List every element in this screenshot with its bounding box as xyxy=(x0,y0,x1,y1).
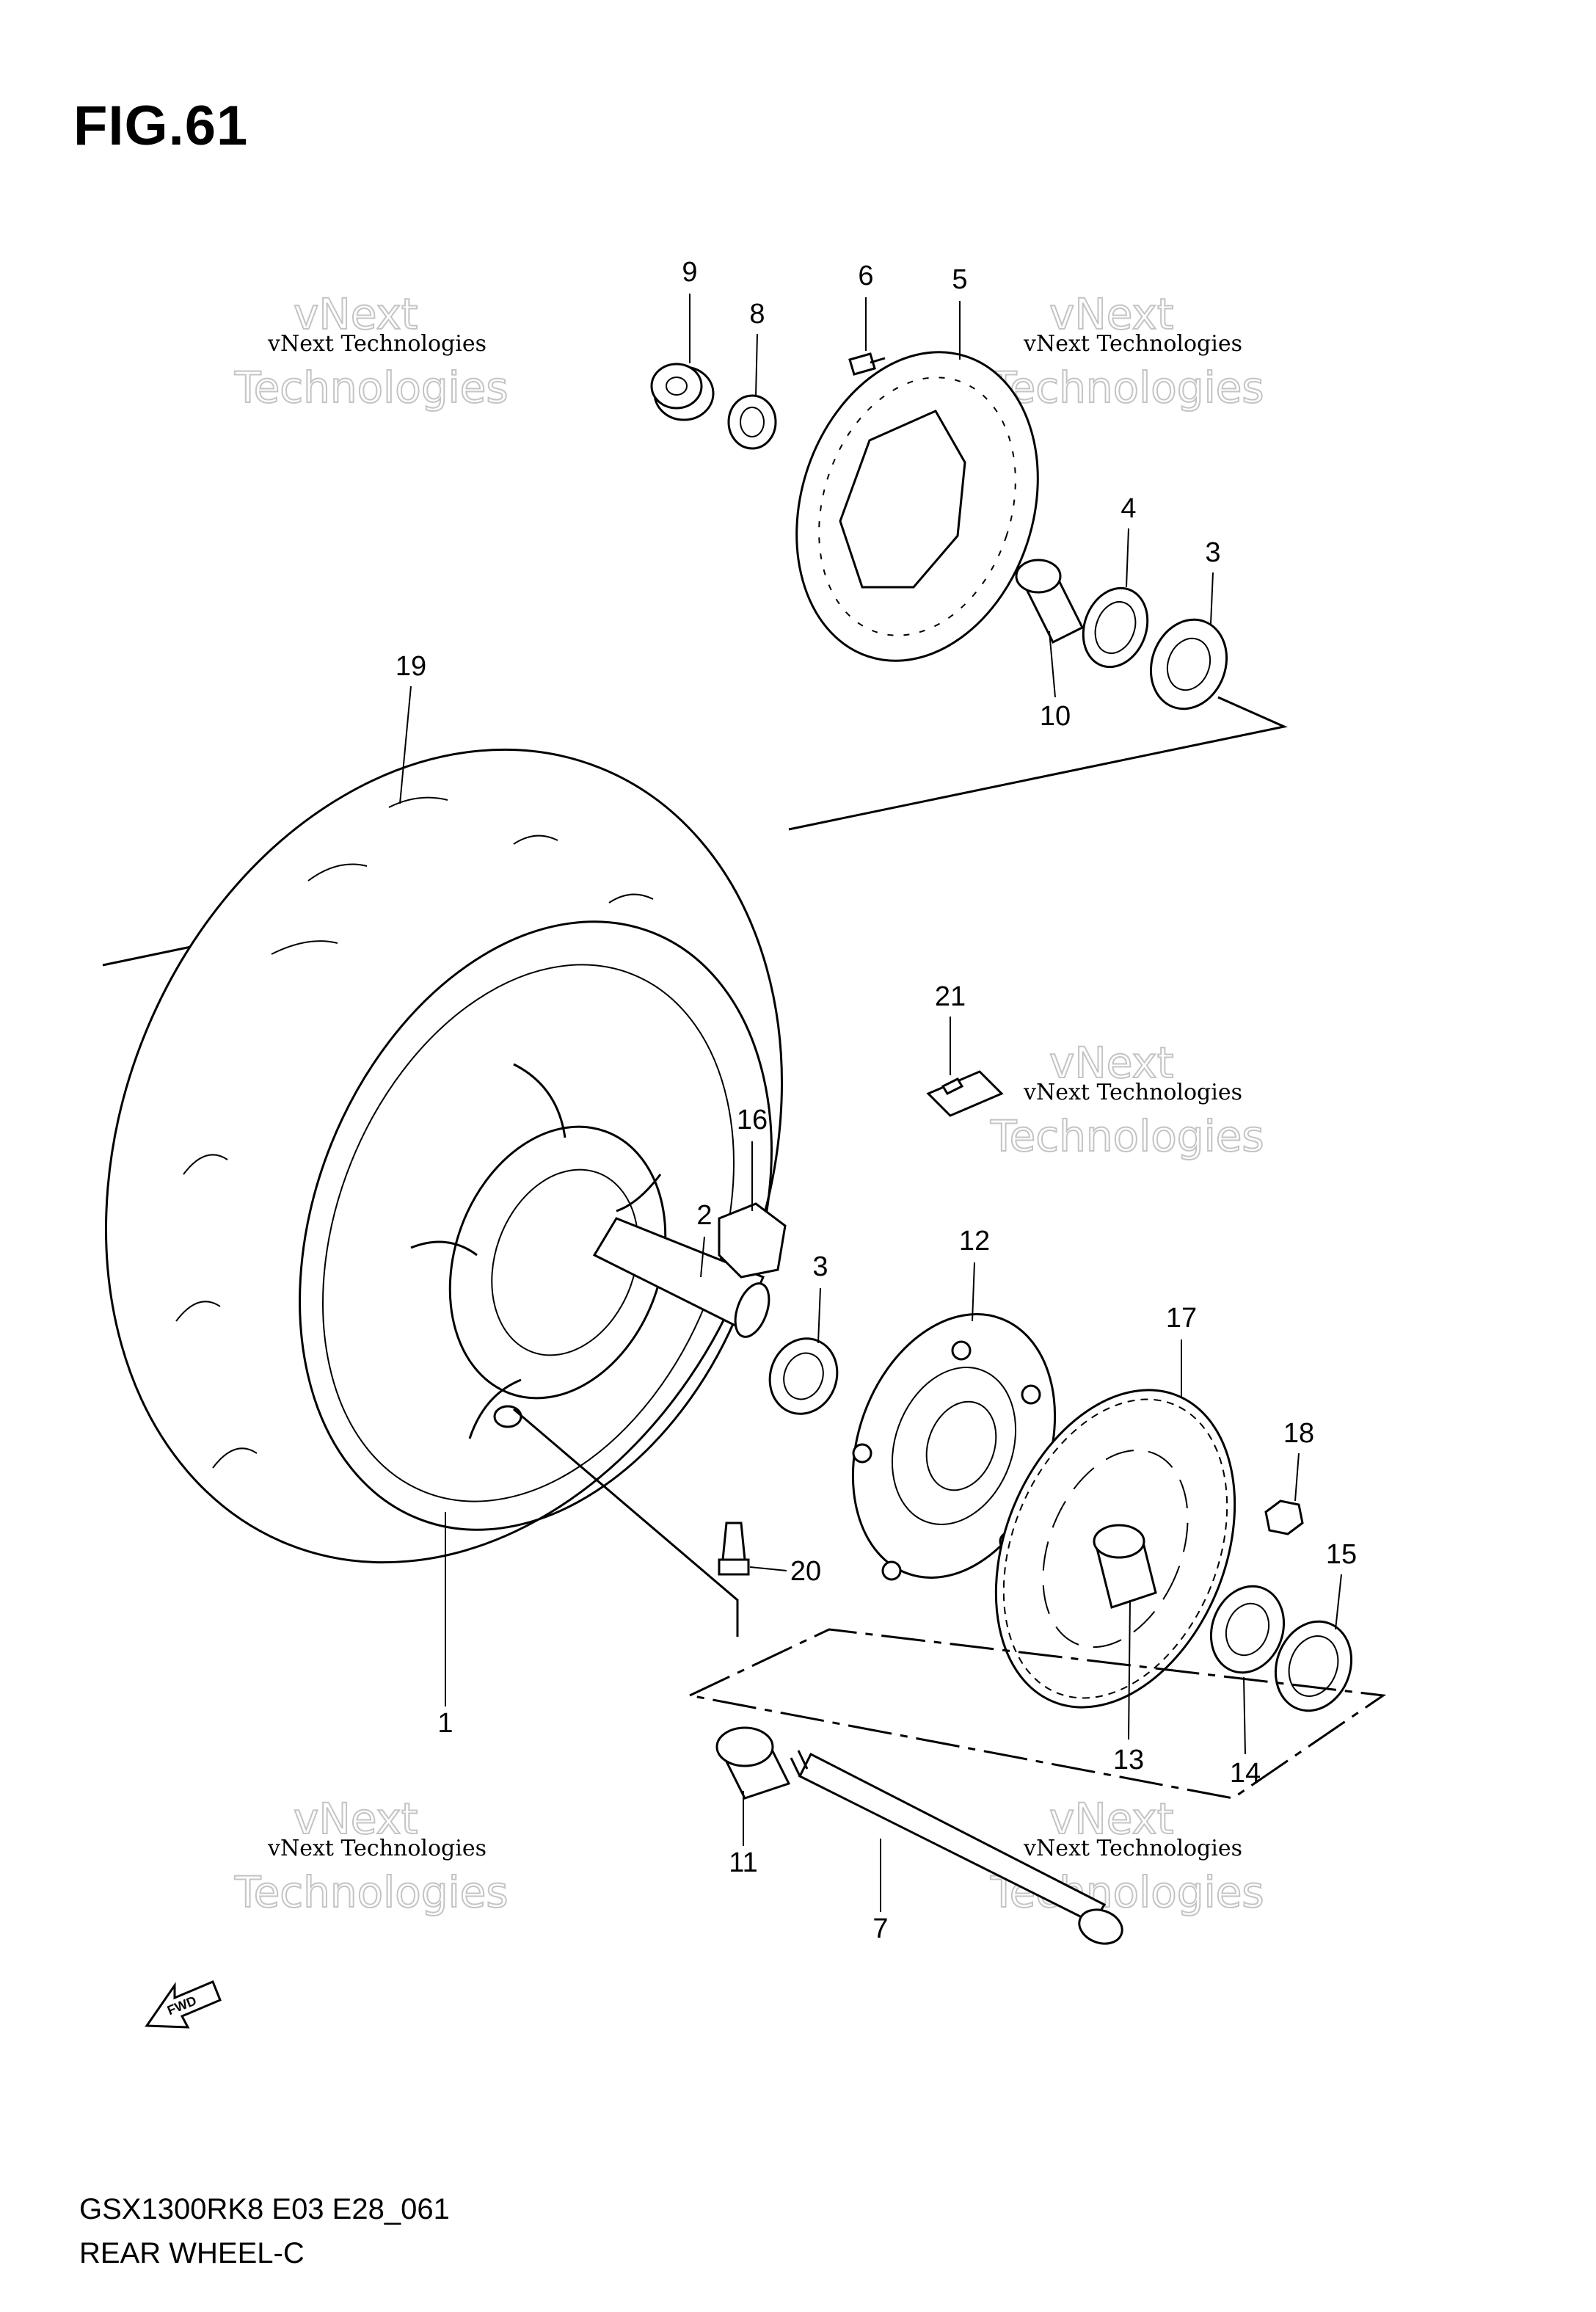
svg-text:12: 12 xyxy=(959,1226,990,1257)
callout-13: 13 xyxy=(1113,1599,1144,1775)
model-code: GSX1300RK8 E03 E28_061 xyxy=(79,2193,450,2225)
svg-text:2: 2 xyxy=(696,1200,712,1231)
svg-text:vNext Technologies: vNext Technologies xyxy=(267,331,487,357)
svg-text:10: 10 xyxy=(1040,701,1071,732)
callout-6: 6 xyxy=(858,261,874,351)
svg-text:6: 6 xyxy=(858,261,873,291)
svg-text:vNext Technologies: vNext Technologies xyxy=(1023,1836,1242,1861)
svg-text:1: 1 xyxy=(437,1708,453,1739)
svg-text:Technologies: Technologies xyxy=(990,363,1264,412)
callout-9: 9 xyxy=(682,257,698,363)
svg-text:vNext Technologies: vNext Technologies xyxy=(1023,331,1242,357)
part-oil-seal-4 xyxy=(1082,586,1149,669)
svg-text:vNext: vNext xyxy=(1049,1794,1173,1844)
svg-text:vNext: vNext xyxy=(1049,1038,1173,1088)
callout-19: 19 xyxy=(396,651,426,804)
bracket-top xyxy=(788,696,1288,831)
callout-8: 8 xyxy=(749,299,765,397)
callout-3-middle: 3 xyxy=(812,1251,828,1344)
part-spacer-13 xyxy=(1093,1524,1157,1609)
callout-20: 20 xyxy=(749,1556,821,1587)
part-wheel-1 xyxy=(410,1063,667,1439)
part-bearing-14 xyxy=(1209,1585,1286,1674)
svg-text:15: 15 xyxy=(1326,1539,1357,1570)
part-spacer-10 xyxy=(1015,559,1085,644)
svg-text:vNext: vNext xyxy=(294,1794,418,1844)
part-axle-7 xyxy=(790,1750,1123,1945)
figure-name: REAR WHEEL-C xyxy=(79,2237,305,2269)
svg-text:4: 4 xyxy=(1121,493,1136,524)
callouts: 9 8 6 5 4 3 10 19 xyxy=(396,257,1357,1944)
svg-text:16: 16 xyxy=(737,1105,768,1135)
watermark-bottom-right: vNext Technologies vNext Technologies xyxy=(989,1793,1265,1918)
part-bearing-3-middle xyxy=(768,1337,839,1415)
svg-text:19: 19 xyxy=(396,651,426,682)
part-axle-spacer-2 xyxy=(592,1217,770,1338)
svg-text:Technologies: Technologies xyxy=(234,1867,509,1917)
svg-text:13: 13 xyxy=(1113,1745,1144,1775)
watermark-mid-right: vNext Technologies vNext Technologies xyxy=(989,1037,1265,1162)
callout-11: 11 xyxy=(729,1791,758,1878)
callout-10: 10 xyxy=(1040,630,1071,732)
svg-text:Technologies: Technologies xyxy=(234,363,509,412)
callout-21: 21 xyxy=(935,981,966,1075)
part-spacer-11 xyxy=(715,1726,791,1800)
callout-5: 5 xyxy=(952,264,968,360)
callout-1: 1 xyxy=(437,1512,453,1739)
part-balancer-21 xyxy=(926,1070,1004,1117)
part-valve-20 xyxy=(718,1522,750,1576)
callout-16: 16 xyxy=(737,1105,768,1211)
fwd-arrow-icon: FWD xyxy=(145,1980,222,2029)
svg-text:vNext: vNext xyxy=(1049,289,1173,339)
watermark-top-right: vNext Technologies vNext Technologies xyxy=(989,288,1265,413)
part-brake-disc-5 xyxy=(795,351,1039,662)
part-nut-9 xyxy=(650,363,715,421)
callout-12: 12 xyxy=(959,1226,990,1322)
figure-title: FIG.61 xyxy=(73,95,249,157)
watermark-bottom-left: vNext Technologies vNext Technologies xyxy=(233,1793,509,1918)
svg-text:11: 11 xyxy=(729,1847,757,1878)
part-sprocket-drum-12 xyxy=(851,1313,1057,1581)
svg-text:5: 5 xyxy=(952,264,967,295)
svg-text:vNext: vNext xyxy=(294,289,418,339)
part-damper-16 xyxy=(718,1202,787,1279)
svg-text:3: 3 xyxy=(812,1251,828,1282)
callout-3-top: 3 xyxy=(1205,537,1221,625)
part-tire-19 xyxy=(102,748,783,1564)
svg-text:9: 9 xyxy=(682,257,697,288)
part-bearing-3-top xyxy=(1149,618,1228,710)
svg-text:8: 8 xyxy=(749,299,765,330)
svg-text:14: 14 xyxy=(1230,1758,1261,1789)
callout-18: 18 xyxy=(1283,1418,1314,1502)
part-bolt-6 xyxy=(848,352,886,376)
svg-text:21: 21 xyxy=(935,981,966,1012)
svg-text:Technologies: Technologies xyxy=(990,1111,1264,1161)
svg-text:vNext Technologies: vNext Technologies xyxy=(267,1836,487,1861)
svg-text:20: 20 xyxy=(790,1556,821,1587)
callout-17: 17 xyxy=(1166,1303,1197,1398)
bracket-lower xyxy=(513,1408,739,1637)
centerline-lower xyxy=(689,1628,1387,1800)
callout-7: 7 xyxy=(872,1839,889,1944)
svg-text:18: 18 xyxy=(1283,1418,1314,1449)
callout-4: 4 xyxy=(1121,493,1137,588)
svg-text:vNext Technologies: vNext Technologies xyxy=(1023,1080,1242,1105)
callout-14: 14 xyxy=(1230,1676,1261,1789)
svg-text:3: 3 xyxy=(1205,537,1220,568)
part-nut-18 xyxy=(1264,1499,1304,1535)
svg-text:7: 7 xyxy=(872,1913,888,1944)
watermark-top-left: vNext Technologies vNext Technologies xyxy=(233,288,509,413)
part-washer-8 xyxy=(727,394,777,450)
svg-text:17: 17 xyxy=(1166,1303,1197,1334)
callout-15: 15 xyxy=(1326,1539,1357,1630)
callout-2: 2 xyxy=(696,1200,713,1278)
